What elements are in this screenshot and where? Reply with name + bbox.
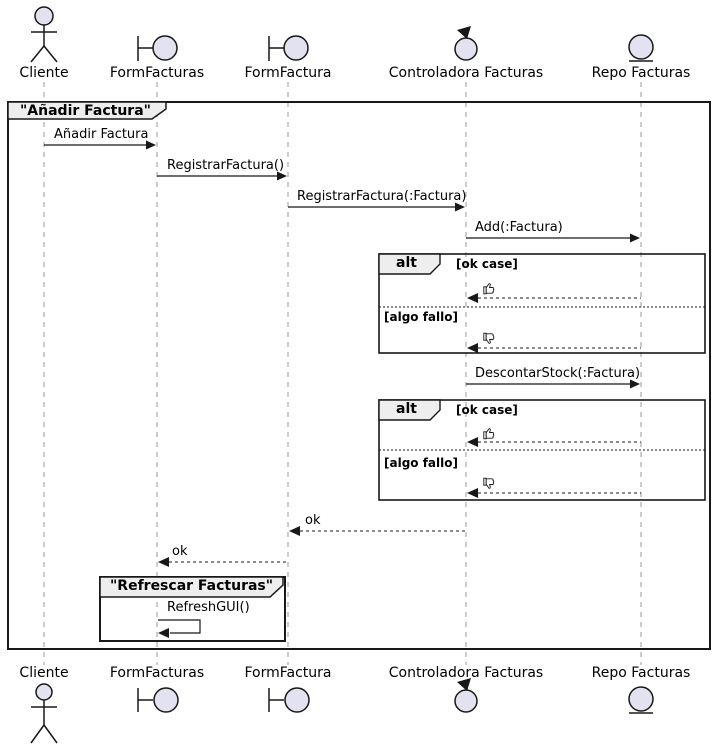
actor-icon (30, 683, 58, 744)
message-label-registrar-factura-param: RegistrarFactura(:Factura) (297, 189, 467, 204)
frame-title-pentagon (99, 576, 284, 598)
entity-icon (628, 34, 654, 62)
thumbs-up-icon (483, 283, 495, 295)
sync-messages (44, 140, 640, 389)
return-fail-arrow (467, 488, 641, 498)
message-descontar-stock-arrow (466, 379, 640, 389)
message-label-descontar-stock: DescontarStock(:Factura) (475, 366, 641, 381)
message-label-ok-1: ok (305, 513, 321, 528)
message-registrar-factura-arrow (157, 171, 287, 181)
boundary-icon (137, 35, 178, 61)
alt-fragment-2 (378, 399, 706, 501)
frame-title-refrescar: "Refrescar Facturas" (110, 578, 274, 594)
participant-label-formfacturas: FormFacturas (109, 65, 205, 81)
participant-label-repo: Repo Facturas (591, 65, 691, 81)
boundary-icon (268, 687, 310, 713)
thumbs-down-icon (483, 332, 495, 344)
boundary-icon (268, 35, 309, 61)
frame-anadir-factura (7, 101, 711, 650)
boundary-icon (137, 687, 179, 713)
top-participant-icons (30, 6, 654, 63)
message-label-anadir-factura: Añadir Factura (54, 127, 149, 142)
entity-icon (628, 686, 654, 714)
self-message-refresh-gui-arrow (158, 619, 201, 638)
message-anadir-factura-arrow (44, 140, 156, 150)
alt-operator-pentagon (378, 399, 441, 421)
alt2-guard-fail: [algo fallo] (384, 456, 458, 470)
return-ok-to-formfactura (289, 526, 466, 536)
lifelines (43, 82, 642, 665)
return-fail-arrow (467, 343, 641, 353)
participant-label-cliente-bottom: Cliente (19, 665, 69, 681)
participant-label-cliente: Cliente (19, 65, 69, 81)
return-ok-to-formfacturas (158, 557, 288, 567)
participant-label-controladora-bottom: Controladora Facturas (388, 665, 544, 681)
participant-label-repo-bottom: Repo Facturas (591, 665, 691, 681)
participant-label-formfacturas-bottom: FormFacturas (109, 665, 205, 681)
control-icon (454, 26, 478, 61)
alt1-guard-fail: [algo fallo] (384, 310, 458, 324)
message-label-registrar-factura: RegistrarFactura() (167, 158, 285, 173)
frame-refrescar-facturas (99, 576, 286, 642)
frame-title-pentagon (7, 101, 167, 120)
participant-label-controladora: Controladora Facturas (388, 65, 544, 81)
participant-label-formfactura: FormFactura (244, 65, 332, 81)
participant-label-formfactura-bottom: FormFactura (244, 665, 332, 681)
return-ok-arrow (467, 293, 641, 303)
frame-title-anadir-factura: "Añadir Factura" (20, 103, 151, 119)
alt2-operator: alt (396, 401, 417, 417)
control-icon (454, 678, 478, 713)
thumbs-down-icon (483, 477, 495, 489)
thumbs-up-icon (483, 428, 495, 440)
message-registrar-factura-param-arrow (288, 202, 465, 212)
message-label-ok-2: ok (172, 544, 188, 559)
alt2-guard-ok: [ok case] (456, 403, 518, 417)
alt-operator-pentagon (378, 253, 441, 275)
actor-icon (30, 6, 58, 63)
message-label-add-factura: Add(:Factura) (475, 220, 563, 235)
alt1-operator: alt (396, 255, 417, 271)
message-add-factura-arrow (466, 233, 640, 243)
alt1-guard-ok: [ok case] (456, 257, 518, 271)
bottom-participant-icons (30, 678, 654, 744)
message-label-refresh-gui: RefreshGUI() (167, 600, 250, 615)
alt-fragment-1 (378, 253, 706, 354)
return-messages (158, 526, 466, 567)
return-ok-arrow (467, 437, 641, 447)
